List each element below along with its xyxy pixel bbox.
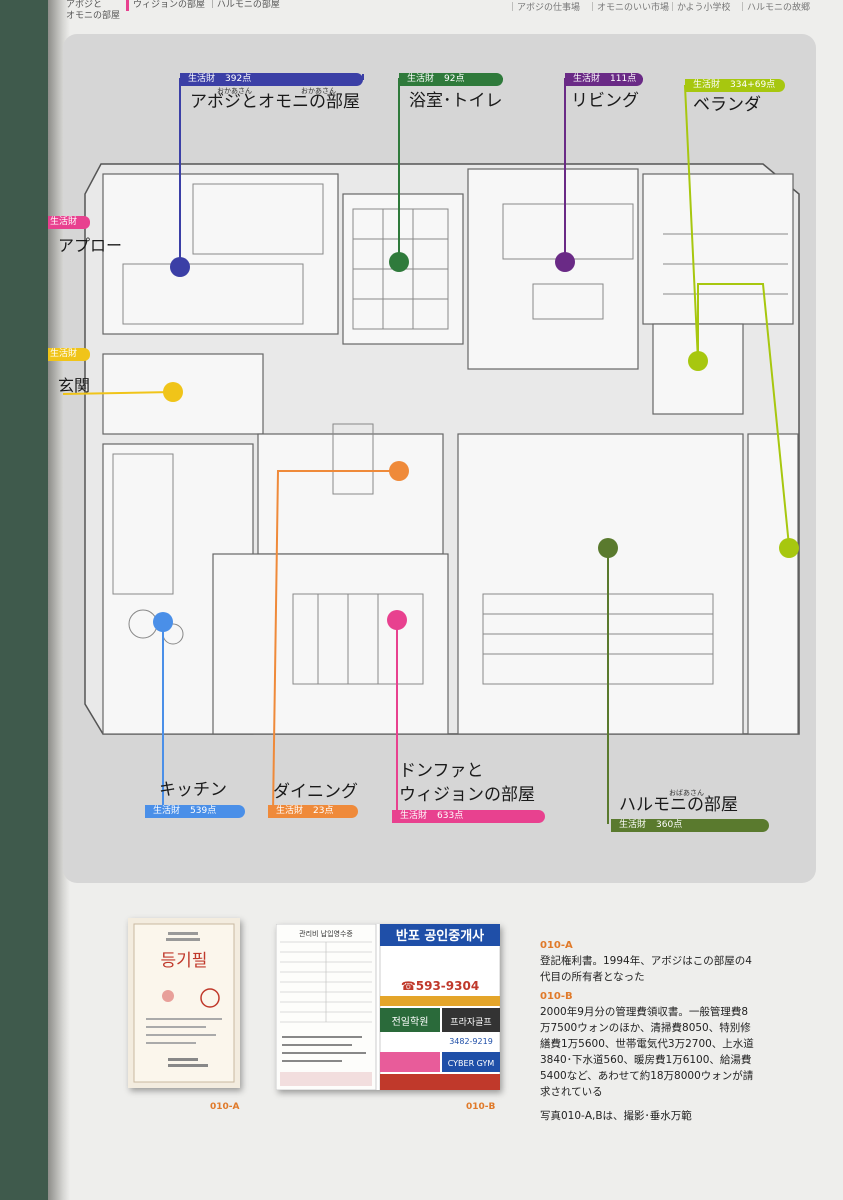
label-entrance: 玄関	[58, 376, 91, 395]
label-approach: アプロー	[58, 236, 123, 255]
book-page: アボジと オモニの部屋 ウィジョンの部屋 ｜ハルモニの部屋 ｜アボジの仕事場 ｜…	[48, 0, 843, 1200]
ruby-halmoni: おばあさん	[669, 789, 704, 797]
label-living: リビング	[571, 91, 639, 111]
caption-a-id: 010-A	[540, 940, 573, 951]
photo-b-ad-2: 프라자골프	[450, 1017, 491, 1028]
header-tab: ウィジョンの部屋 ｜ハルモニの部屋	[126, 0, 280, 11]
header-line-1: アボジと	[66, 0, 103, 10]
label-bath: 浴室･トイレ	[409, 91, 503, 111]
header-item-2: ｜オモニのいい市場	[588, 3, 670, 13]
badge-entrance: 生活財	[48, 348, 90, 361]
caption-b-id: 010-B	[540, 991, 573, 1002]
photo-b-header: 관리비 납입영수증	[299, 929, 353, 938]
photo-a-title: 등기필	[161, 951, 208, 971]
photo-b-label: 010-B	[466, 1102, 496, 1112]
label-dining: ダイニング	[273, 782, 358, 802]
photo-captions: 010-A 登記権利書。1994年、アボジはこの部屋の4代目の所有者となった 0…	[540, 934, 758, 1124]
label-veranda: ベランダ	[693, 95, 761, 115]
ruby-abojiomoni-2: おかあさん	[301, 87, 336, 95]
running-header-left: アボジと オモニの部屋 ウィジョンの部屋 ｜ハルモニの部屋	[66, 0, 280, 22]
header-item-4: ｜ハルモニの故郷	[738, 3, 811, 13]
floor-plan-illustration	[63, 74, 800, 824]
photo-b-ad-1: 전일학원	[392, 1016, 429, 1028]
header-line-2: オモニの部屋	[66, 11, 121, 21]
caption-b-text: 2000年9月分の管理費領収書。一般管理費8万7500ウォンのほか、清掃費805…	[540, 1006, 754, 1098]
photo-010-a: 등기필	[128, 918, 240, 1088]
label-abojiomoni: アボジとオモニの部屋	[190, 92, 360, 112]
photo-010-b: 관리비 납입영수증 반포 공인중개사 ☎593-9304 전일학원 프라자골프 …	[275, 923, 501, 1091]
caption-photo-credit: 写真010-A,Bは、撮影･垂水万範	[540, 1110, 692, 1122]
label-donghwa-1: ドンファと	[399, 761, 484, 781]
caption-a-text: 登記権利書。1994年、アボジはこの部屋の4代目の所有者となった	[540, 955, 752, 983]
photo-b-ad-title: 반포 공인중개사	[396, 928, 484, 944]
photo-b-ad-3: CYBER GYM	[448, 1059, 495, 1068]
photo-a-label: 010-A	[210, 1102, 240, 1112]
label-halmoni: ハルモニの部屋	[619, 795, 738, 815]
header-item-3: ｜かよう小学校	[668, 3, 731, 13]
photo-b-ad-phone: ☎593-9304	[401, 979, 479, 993]
label-kitchen: キッチン	[159, 780, 227, 800]
photo-b-ad-phone2: 3482-9219	[449, 1037, 493, 1046]
ruby-abojiomoni: おかあさん	[217, 87, 252, 95]
badge-approach: 生活財	[48, 216, 90, 229]
header-item-1: ｜アボジの仕事場	[508, 3, 581, 13]
label-donghwa-2: ウィジョンの部屋	[399, 785, 535, 805]
